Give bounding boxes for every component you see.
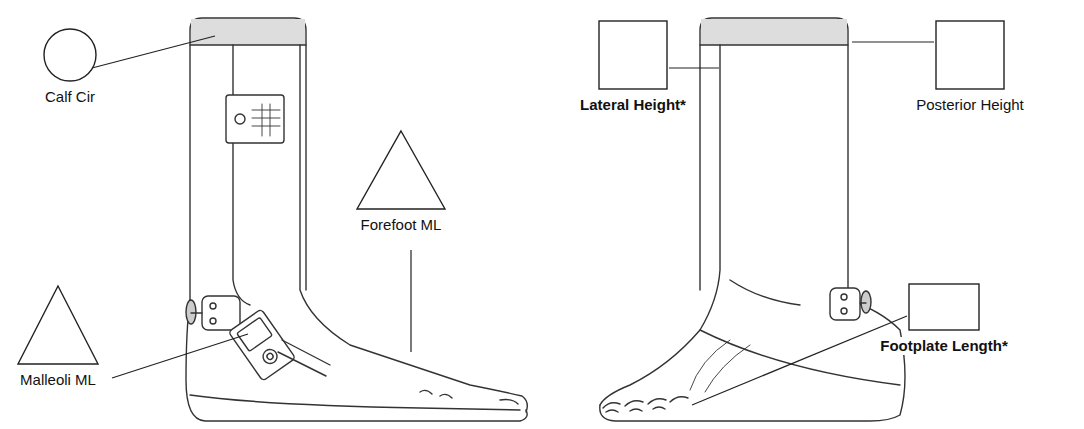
square-field: Footplate Length* bbox=[878, 283, 1010, 355]
square-field: Posterior Height bbox=[914, 20, 1026, 114]
leader-line bbox=[692, 316, 907, 405]
triangle-field: Forefoot ML bbox=[356, 130, 446, 234]
joint-pin bbox=[191, 312, 202, 313]
circle-outline bbox=[43, 28, 97, 82]
leader-line bbox=[669, 67, 719, 68]
joint-cap bbox=[861, 291, 871, 313]
strap-pad bbox=[237, 317, 273, 351]
velcro bbox=[252, 104, 280, 136]
toes bbox=[603, 397, 688, 408]
field-label: Calf Cir bbox=[43, 88, 97, 106]
trim-line bbox=[700, 44, 848, 45]
joint-rivet bbox=[841, 294, 847, 300]
joint-cap bbox=[186, 300, 196, 324]
toe-lines bbox=[420, 390, 452, 398]
strap-buckle bbox=[260, 347, 279, 366]
triangle-outline bbox=[356, 130, 446, 210]
shell-edge bbox=[233, 45, 250, 305]
triangle-shape bbox=[357, 131, 445, 209]
square-shape bbox=[909, 284, 979, 330]
field-label: Lateral Height* bbox=[578, 96, 688, 114]
ankle-joint bbox=[830, 288, 860, 320]
foot-top bbox=[300, 45, 527, 412]
square-field: Lateral Height* bbox=[578, 20, 688, 114]
ankle-strap bbox=[228, 309, 295, 381]
joint-rivet bbox=[841, 308, 847, 314]
strap-rivet bbox=[235, 114, 245, 124]
buckle-rivet bbox=[266, 352, 274, 360]
field-label: Forefoot ML bbox=[359, 216, 444, 234]
leader-line bbox=[92, 36, 215, 68]
footplate-edge bbox=[700, 330, 900, 385]
square-shape bbox=[936, 21, 1004, 89]
joint-rivet bbox=[210, 318, 216, 324]
calf-strap bbox=[226, 95, 284, 143]
calf-shell bbox=[700, 18, 848, 300]
joint-pin bbox=[860, 302, 866, 303]
joint-rivet bbox=[210, 303, 216, 309]
field-label: Footplate Length* bbox=[878, 337, 1010, 355]
square-outline bbox=[598, 20, 668, 90]
field-label: Posterior Height bbox=[914, 96, 1026, 114]
field-label: Malleoli ML bbox=[18, 371, 98, 389]
square-outline bbox=[935, 20, 1005, 90]
trim-line bbox=[190, 44, 306, 45]
strap-tail bbox=[278, 340, 330, 376]
shell-trim bbox=[701, 19, 847, 45]
sole-line bbox=[190, 395, 520, 410]
circle-shape bbox=[44, 29, 96, 81]
triangle-field: Malleoli ML bbox=[17, 285, 99, 389]
shell-edge bbox=[730, 280, 800, 305]
ankle-joint bbox=[202, 296, 240, 330]
triangle-outline bbox=[17, 285, 99, 365]
circle-field: Calf Cir bbox=[43, 28, 97, 106]
square-shape bbox=[599, 21, 667, 89]
shell-trim bbox=[191, 19, 305, 45]
leader-line bbox=[410, 250, 411, 352]
calf-shell bbox=[190, 18, 306, 300]
toenails bbox=[606, 407, 665, 412]
square-outline bbox=[908, 283, 980, 331]
leader-line bbox=[112, 334, 248, 378]
triangle-shape bbox=[18, 286, 98, 364]
toenail bbox=[500, 400, 518, 405]
leader-line bbox=[852, 41, 934, 42]
